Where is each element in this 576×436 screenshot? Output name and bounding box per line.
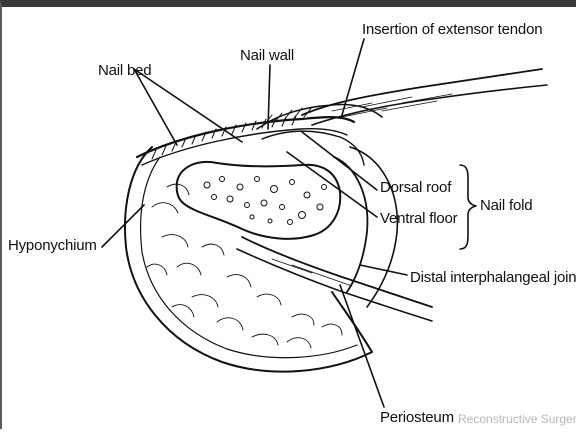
flexor-tendon [242, 237, 432, 307]
middle-phalanx-head [350, 147, 397, 307]
nail-bed-lower [142, 129, 347, 165]
fingertip-cross-section-drawing [2, 7, 576, 436]
extensor-tendon [302, 69, 542, 115]
label-hyponychium: Hyponychium [8, 237, 97, 254]
leader-extensor-tendon [342, 39, 364, 115]
leader-lines [102, 39, 407, 407]
pulp-inner-contour [141, 157, 357, 358]
joint-capsule [334, 157, 367, 292]
label-nail-fold: Nail fold [480, 197, 532, 214]
leader-nail-bed-1 [134, 69, 177, 145]
nail-fold-brace [460, 165, 476, 249]
label-insertion-extensor-tendon: Insertion of extensor tendon [362, 21, 542, 38]
leader-dorsal-roof [302, 132, 377, 190]
flexor-tendon-lower [237, 249, 432, 321]
bone-trabeculae [204, 177, 327, 225]
label-nail-bed: Nail bed [98, 62, 151, 79]
label-periosteum: Periosteum [380, 409, 454, 426]
leader-hyponychium [102, 205, 144, 247]
label-nail-wall: Nail wall [240, 47, 294, 64]
label-ventral-floor: Ventral floor [380, 210, 457, 227]
watermark-text: Reconstructive Surgery [458, 412, 576, 426]
label-distal-interphalangeal-joint: Distal interphalangeal joint [410, 269, 576, 286]
label-dorsal-roof: Dorsal roof [380, 179, 451, 196]
leader-dip-joint [360, 265, 407, 275]
leader-nail-wall [268, 65, 270, 129]
leader-nail-bed-2 [134, 69, 242, 142]
fingertip-outline [125, 147, 372, 372]
nail-fold-ventral [262, 131, 364, 165]
flexor-fibers [272, 259, 352, 286]
